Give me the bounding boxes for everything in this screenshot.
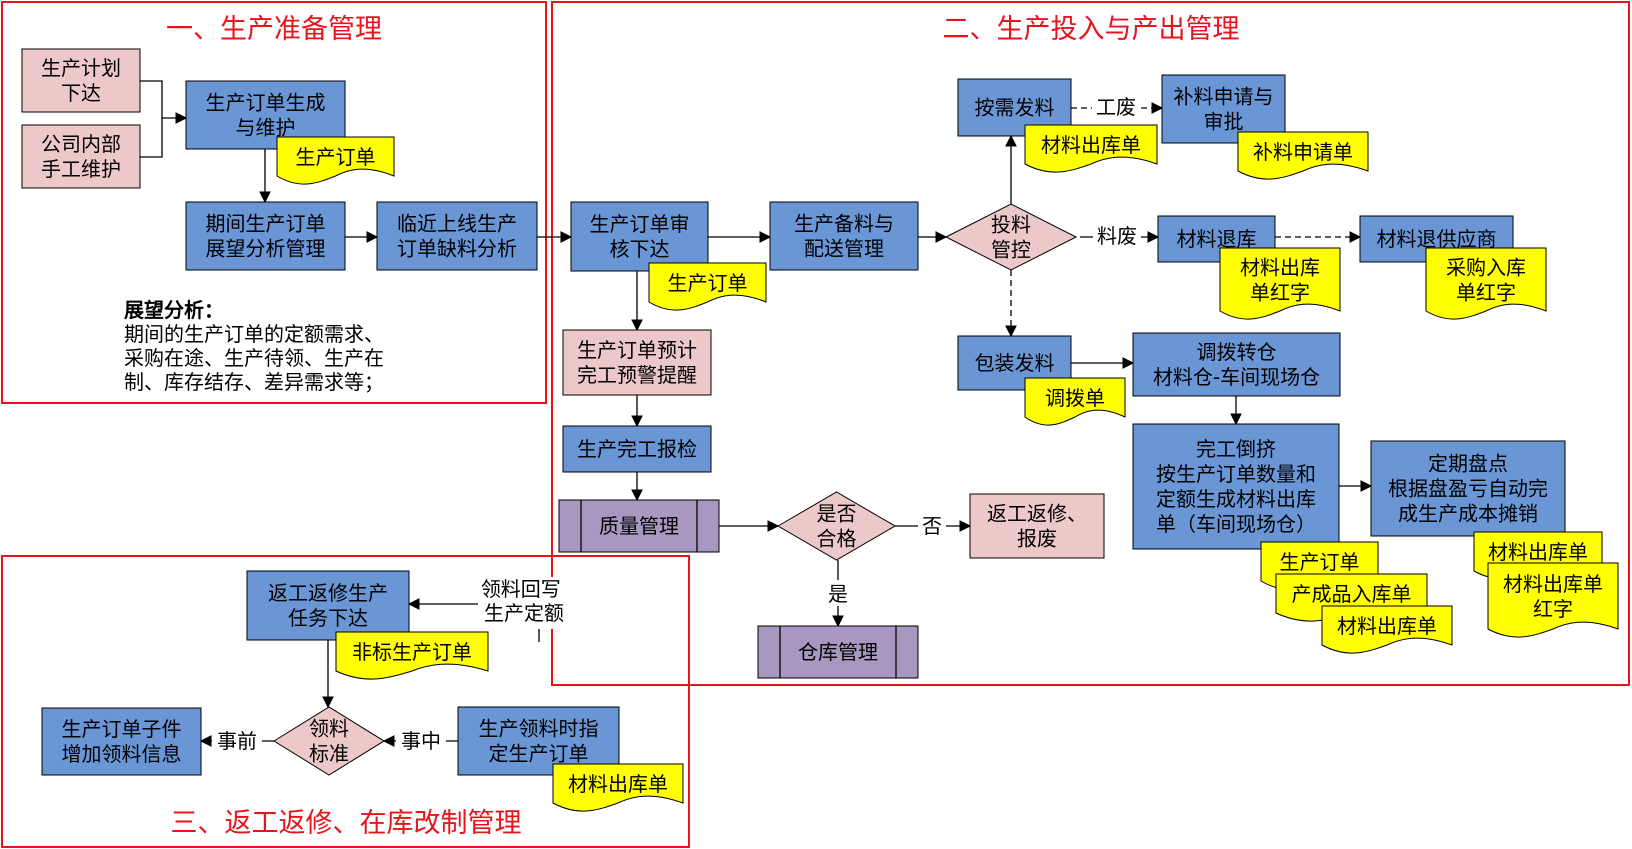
doc-d-transfer-label: 调拨单: [1045, 386, 1105, 410]
doc-d-nonstd-label: 非标生产订单: [352, 640, 472, 664]
doc-d-order3-label: 生产订单: [1280, 550, 1360, 574]
doc-d-out3-label: 材料出库单: [1488, 540, 1588, 564]
node-audit: 生产订单审核下达: [570, 201, 709, 272]
node-inventory-label: 定期盘点根据盘盈亏自动完成生产成本摊销: [1388, 452, 1548, 526]
node-feed-ctrl-label: 投料管控: [991, 213, 1031, 262]
node-prep: 生产备料与配送管理: [769, 201, 919, 271]
section-frame-3: [1, 555, 690, 848]
node-rework-task-label: 返工返修生产任务下达: [268, 581, 388, 630]
node-transfer: 调拨转仓材料仓-车间现场仓: [1132, 332, 1341, 397]
node-return-supplier-label: 材料退供应商: [1377, 227, 1497, 251]
analysis-note: 展望分析： 期间的生产订单的定额需求、 采购在途、生产待领、生产在 制、库存结存…: [124, 298, 390, 394]
doc-d-out1-label: 材料出库单: [1041, 133, 1141, 157]
doc-d-out4: 材料出库单: [552, 763, 684, 812]
doc-d-purchase-red-label: 采购入库单红字: [1446, 256, 1526, 305]
doc-d-purchase-red: 采购入库单红字: [1425, 247, 1547, 320]
node-outlook: 期间生产订单展望分析管理: [185, 201, 346, 271]
node-audit-label: 生产订单审核下达: [590, 212, 690, 261]
node-order-gen-label: 生产订单生成与维护: [206, 91, 326, 140]
edge-label-waste-material: 料废: [1097, 224, 1137, 248]
edge-label-waste-work: 工废: [1096, 95, 1136, 119]
doc-d-out1: 材料出库单: [1024, 124, 1158, 173]
node-rework-label: 返工返修、报废: [987, 502, 1087, 551]
node-manual-label: 公司内部手工维护: [41, 132, 121, 181]
doc-d-out2: 材料出库单: [1321, 605, 1453, 654]
node-add-pick: 生产订单子件增加领料信息: [41, 707, 202, 776]
node-prep-label: 生产备料与配送管理: [794, 212, 894, 261]
section-title-2: 二、生产投入与产出管理: [943, 14, 1240, 45]
doc-d-out4-label: 材料出库单: [568, 772, 668, 796]
doc-d-nonstd: 非标生产订单: [335, 631, 489, 680]
node-inspect-label: 生产完工报检: [577, 437, 697, 461]
node-backflush: 完工倒挤按生产订单数量和定额生成材料出库单（车间现场仓）: [1132, 423, 1340, 550]
doc-d-supp-label: 补料申请单: [1253, 140, 1353, 164]
edge-label-writeback: 领料回写 生产定额: [481, 577, 567, 625]
doc-d-transfer: 调拨单: [1024, 377, 1126, 426]
node-feed-ctrl: 投料管控: [944, 203, 1078, 271]
edge-label-before: 事前: [217, 729, 257, 753]
doc-d-out-red: 材料出库单红字: [1219, 247, 1341, 320]
node-order-gen: 生产订单生成与维护: [185, 80, 346, 150]
node-quality: 质量管理: [558, 499, 720, 553]
doc-d-out2-label: 材料出库单: [1337, 614, 1437, 638]
node-rework: 返工返修、报废: [969, 493, 1105, 559]
node-assign-order-label: 生产领料时指定生产订单: [479, 717, 599, 766]
node-inventory: 定期盘点根据盘盈亏自动完成生产成本摊销: [1370, 440, 1566, 537]
node-pack: 包装发料: [957, 335, 1072, 391]
node-shortage-label: 临近上线生产订单缺料分析: [397, 212, 517, 261]
doc-d-order2: 生产订单: [648, 262, 767, 311]
section-frame-2: [551, 1, 1630, 686]
node-plan: 生产计划下达: [21, 48, 141, 113]
node-on-demand-label: 按需发料: [975, 96, 1055, 120]
node-transfer-label: 调拨转仓材料仓-车间现场仓: [1153, 340, 1320, 389]
section-title-3: 三、返工返修、在库改制管理: [171, 808, 522, 839]
doc-d-order1-label: 生产订单: [296, 145, 376, 169]
doc-d-fg-in: 产成品入库单: [1275, 573, 1428, 622]
node-supp-req-label: 补料申请与审批: [1174, 85, 1274, 134]
doc-d-order2-label: 生产订单: [668, 271, 748, 295]
node-plan-label: 生产计划下达: [41, 56, 121, 105]
doc-d-supp: 补料申请单: [1237, 131, 1369, 180]
node-rework-task: 返工返修生产任务下达: [246, 570, 410, 641]
section-frame-1: [1, 1, 547, 404]
node-return-mat-label: 材料退库: [1177, 227, 1257, 251]
doc-d-out-red2: 材料出库单红字: [1487, 562, 1619, 638]
doc-d-out-red2-label: 材料出库单红字: [1503, 572, 1603, 621]
doc-d-fg-in-label: 产成品入库单: [1292, 582, 1412, 606]
edge-label-no: 否: [922, 514, 942, 538]
node-warehouse-label: 仓库管理: [798, 640, 878, 664]
node-inspect: 生产完工报检: [562, 425, 712, 473]
node-add-pick-label: 生产订单子件增加领料信息: [62, 717, 182, 766]
node-manual: 公司内部手工维护: [21, 124, 141, 189]
node-qualified: 是否合格: [777, 491, 896, 561]
node-quality-label: 质量管理: [599, 514, 679, 538]
node-warning: 生产订单预计完工预警提醒: [562, 329, 712, 396]
doc-d-order1: 生产订单: [276, 136, 395, 185]
doc-d-out-red-label: 材料出库单红字: [1240, 256, 1320, 305]
edge-label-during: 事中: [401, 729, 441, 753]
node-shortage: 临近上线生产订单缺料分析: [376, 201, 538, 271]
node-backflush-label: 完工倒挤按生产订单数量和定额生成材料出库单（车间现场仓）: [1156, 437, 1316, 536]
section-title-1: 一、生产准备管理: [166, 14, 382, 45]
edge-label-yes: 是: [828, 582, 848, 606]
node-qualified-label: 是否合格: [817, 502, 857, 551]
node-outlook-label: 期间生产订单展望分析管理: [206, 212, 326, 261]
node-warning-label: 生产订单预计完工预警提醒: [577, 338, 697, 387]
node-warehouse: 仓库管理: [757, 625, 919, 679]
node-assign-order: 生产领料时指定生产订单: [457, 706, 620, 776]
node-pick-std: 领料标准: [273, 706, 385, 776]
node-pack-label: 包装发料: [975, 351, 1055, 375]
node-pick-std-label: 领料标准: [309, 717, 349, 766]
